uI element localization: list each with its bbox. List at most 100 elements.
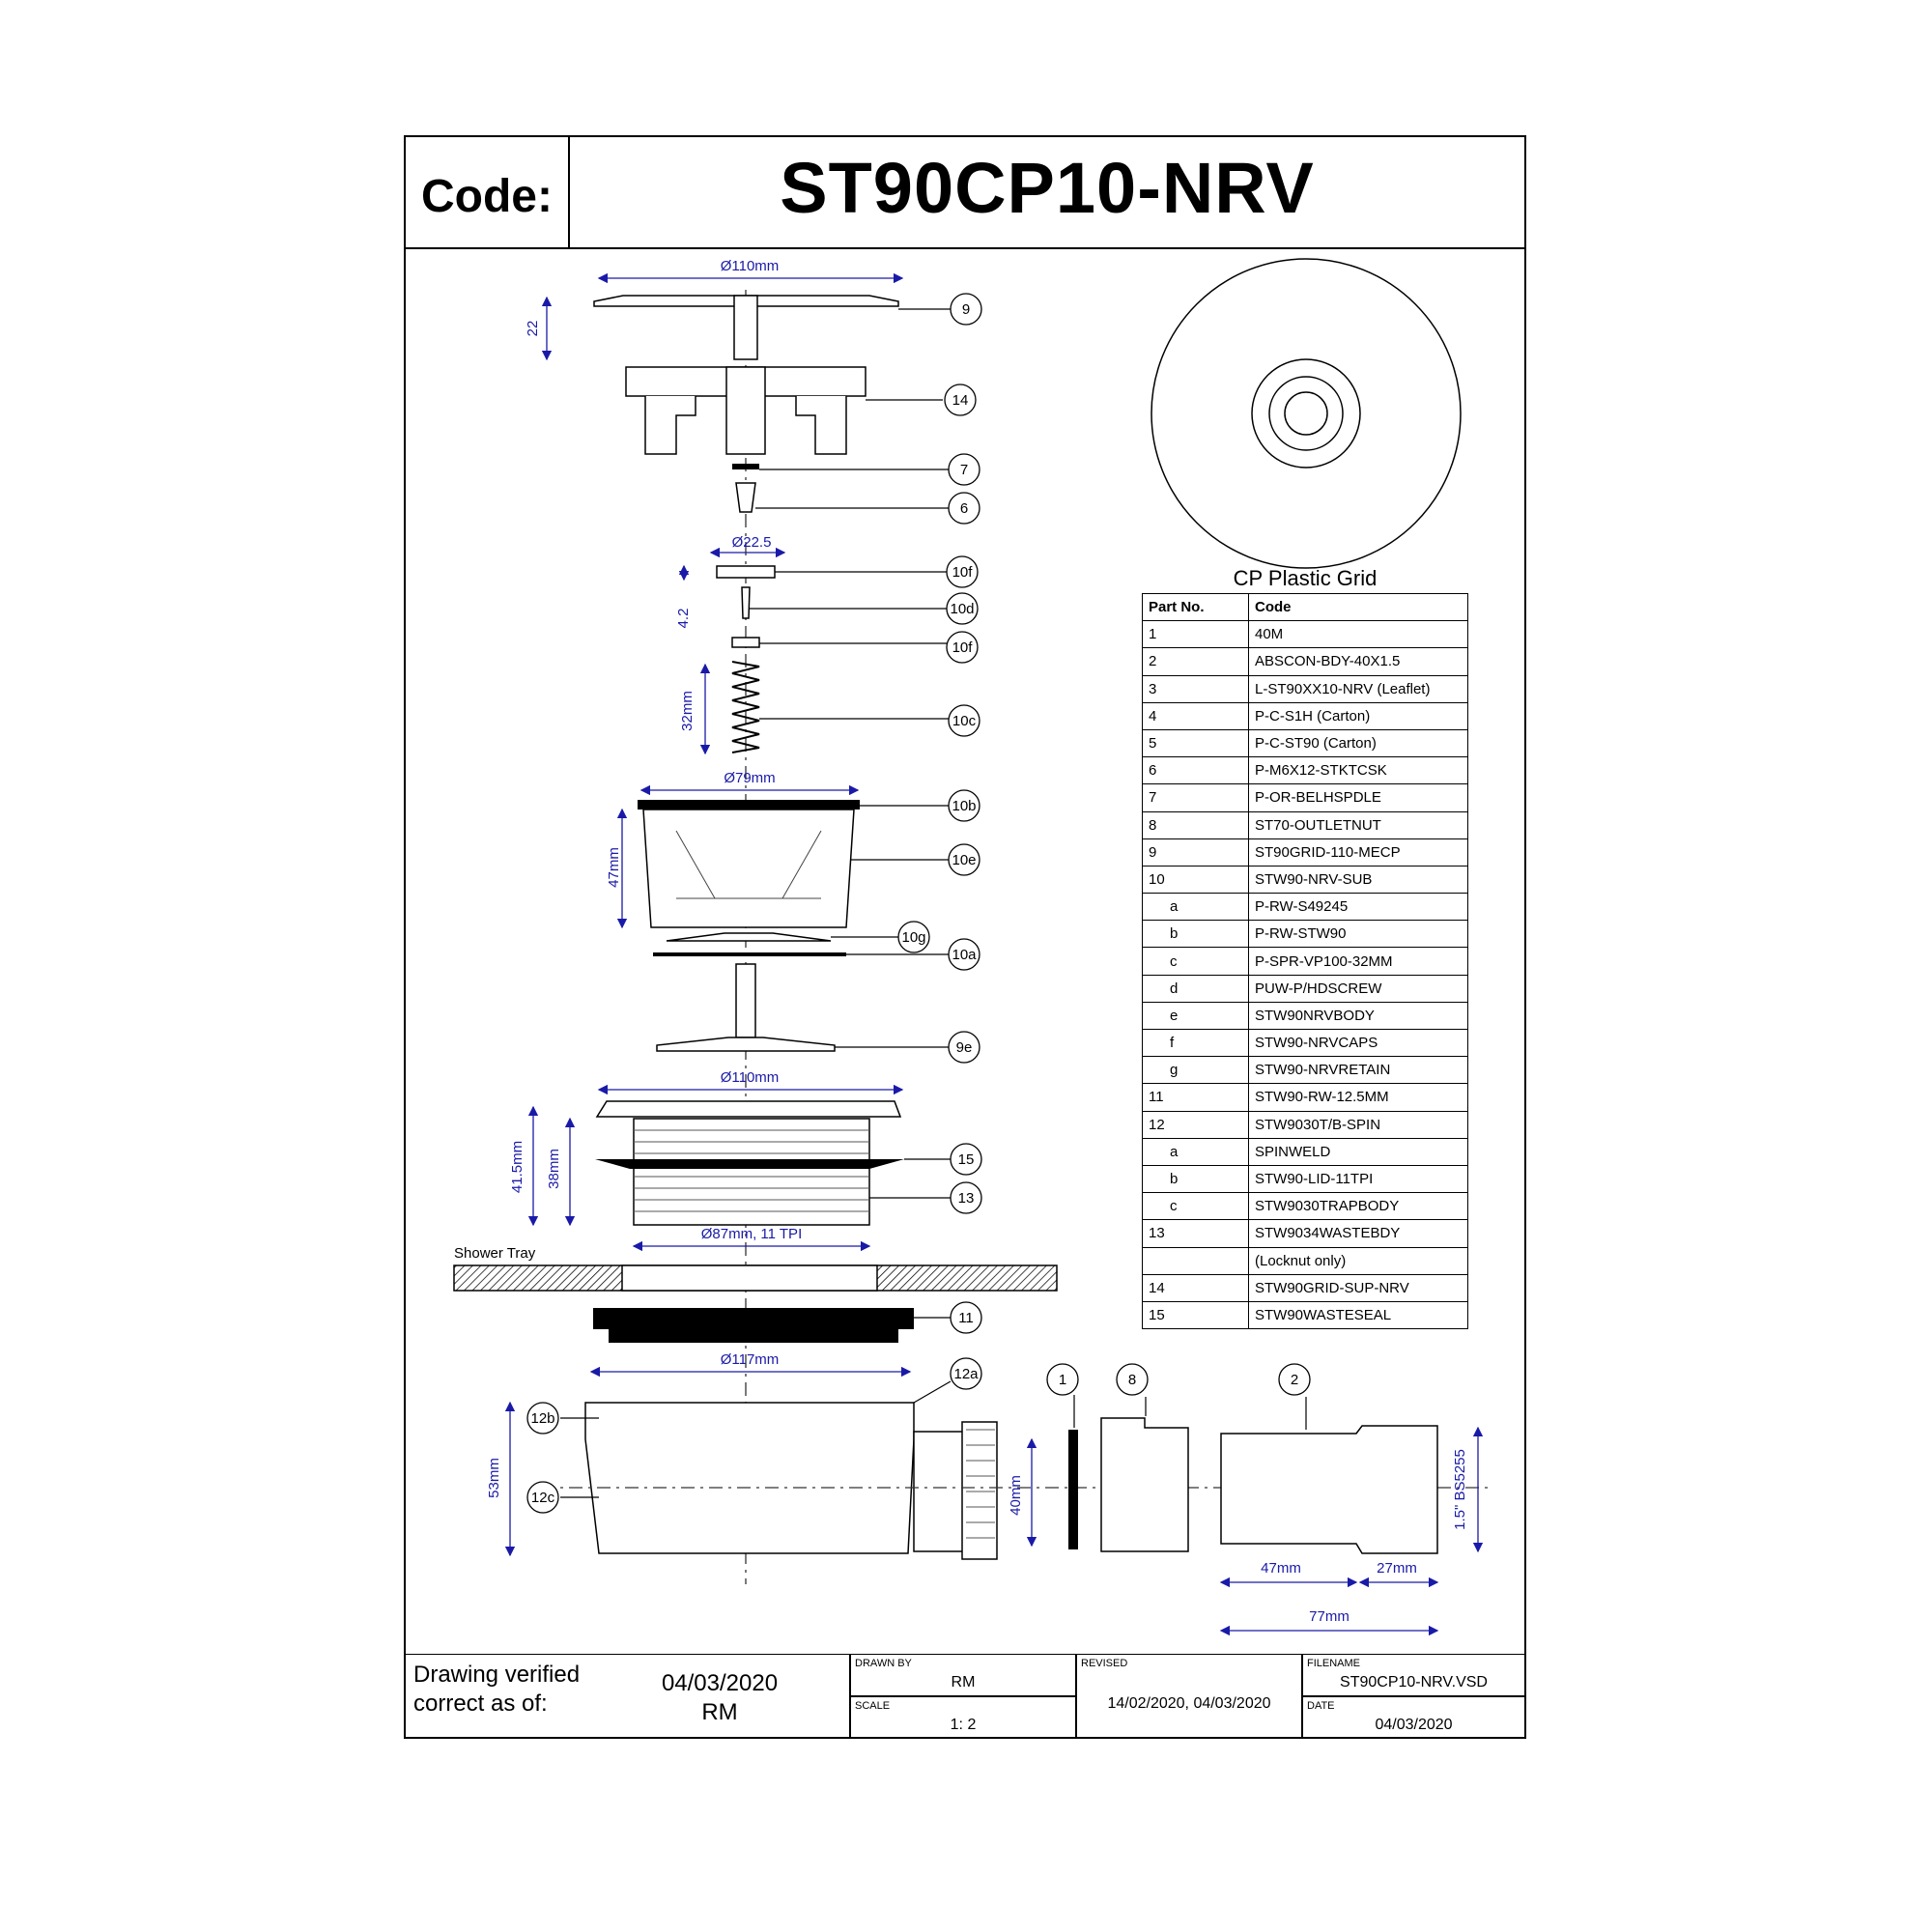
part-code: STW90WASTESEAL [1248,1300,1468,1330]
part-code: ABSCON-BDY-40X1.5 [1248,647,1468,676]
part-code: ST90GRID-110-MECP [1248,838,1468,867]
filename-value: ST90CP10-NRV.VSD [1340,1674,1488,1690]
dim-body-diameter: Ø79mm [724,770,775,786]
callout-12a: 12a [953,1366,979,1382]
part-number: 2 [1142,647,1249,676]
part-number: f [1142,1028,1249,1058]
scale-value: 1: 2 [950,1717,977,1733]
part-number: 1 [1142,620,1249,649]
parts-header-partno: Part No. [1142,592,1249,622]
verified-cell: Drawing verified correct as of: 04/03/20… [404,1654,850,1739]
waste-body-part [595,1100,902,1226]
stem-part [656,963,836,1052]
callout-9e: 9e [956,1039,973,1056]
part-code: SPINWELD [1248,1137,1468,1166]
dim-27: 27mm [1377,1560,1417,1577]
part-code: STW90NRVBODY [1248,1001,1468,1031]
date-cell: DATE 04/03/2020 [1302,1696,1526,1739]
part-code: P-RW-S49245 [1248,893,1468,922]
part-number: 12 [1142,1110,1249,1139]
dim-grid-diameter: Ø110mm [721,258,780,274]
part-number: 11 [1142,1083,1249,1112]
part-number: e [1142,1001,1249,1031]
part-number: c [1142,1192,1249,1221]
dim-grid-height: 22 [525,321,541,337]
part-number: g [1142,1056,1249,1085]
part-code: (Locknut only) [1248,1246,1468,1275]
nrv-body-part [642,809,855,928]
callout-12c: 12c [531,1490,555,1506]
part-number: d [1142,974,1249,1003]
scale-label: SCALE [855,1700,891,1712]
retainer-part [666,932,832,942]
screw-part [735,482,756,513]
dim-outlet: 40mm [1008,1475,1024,1516]
verified-label: Drawing verified correct as of: [413,1662,581,1717]
callout-12b: 12b [530,1410,554,1427]
part-code: PUW-P/HDSCREW [1248,974,1468,1003]
callout-8: 8 [1128,1372,1136,1388]
o-ring-part [732,464,759,469]
dim-bs-thread: 1.5" BS5255 [1452,1449,1468,1530]
code-label: Code: [406,137,570,247]
callout-1: 1 [1059,1372,1066,1388]
part-number: 10 [1142,865,1249,895]
verified-by: RM [701,1699,738,1725]
callout-10f-lower: 10f [952,639,974,656]
callout-10a: 10a [952,947,977,963]
dim-body-height: 47mm [606,847,622,888]
part-code: P-SPR-VP100-32MM [1248,947,1468,976]
dim-cap-diameter: Ø22.5 [732,534,772,551]
dim-47: 47mm [1261,1560,1301,1577]
part-number [1142,1246,1249,1275]
locknut-washer-part [593,1308,914,1329]
drawn-by-value: RM [951,1674,976,1690]
dim-overall-height: 41.5mm [509,1141,526,1193]
pan-screw-part [741,586,751,619]
shower-tray-label: Shower Tray [454,1245,536,1262]
callout-6: 6 [960,500,968,517]
part-code: STW90-NRVCAPS [1248,1028,1468,1058]
dim-cap-height: 4.2 [675,609,692,629]
callout-11: 11 [958,1310,974,1326]
filename-cell: FILENAME ST90CP10-NRV.VSD [1302,1654,1526,1696]
part-number: 15 [1142,1300,1249,1330]
part-code: P-OR-BELHSPDLE [1248,783,1468,812]
part-number: 3 [1142,674,1249,703]
part-code: STW90GRID-SUP-NRV [1248,1273,1468,1302]
callout-7: 7 [960,462,968,478]
part-number: 5 [1142,728,1249,758]
part-number: 8 [1142,810,1249,839]
part-number: 7 [1142,783,1249,812]
cap-lower-part [731,637,760,648]
trap-body-part [584,1402,998,1560]
part-code: ST70-OUTLETNUT [1248,810,1468,839]
part-number: a [1142,893,1249,922]
callout-10e: 10e [952,852,976,868]
callouts [526,293,1311,1514]
callout-14: 14 [952,392,969,409]
grid-support-part [625,366,867,455]
part-code: L-ST90XX10-NRV (Leaflet) [1248,674,1468,703]
connector-part [1220,1425,1438,1554]
